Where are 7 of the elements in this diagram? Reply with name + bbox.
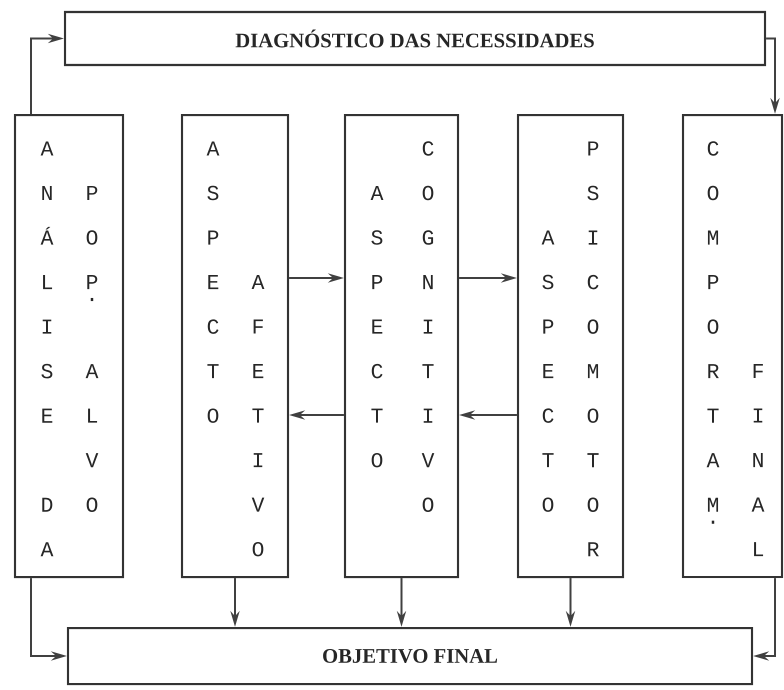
vertical-box: ASPECTO AFETIVO — [180, 114, 290, 578]
vertical-box: ANÁLISE DA POP. ALVO — [14, 114, 124, 578]
vertical-box: COMPORTAM. FINAL — [682, 114, 784, 578]
process-box: DIAGNÓSTICO DAS NECESSIDADES — [64, 10, 766, 66]
process-box: OBJETIVO FINAL — [66, 626, 754, 686]
vertical-box: ASPECTO PSICOMOTOR — [516, 114, 624, 578]
vertical-box: ASPECTO COGNITIVO — [344, 114, 460, 578]
